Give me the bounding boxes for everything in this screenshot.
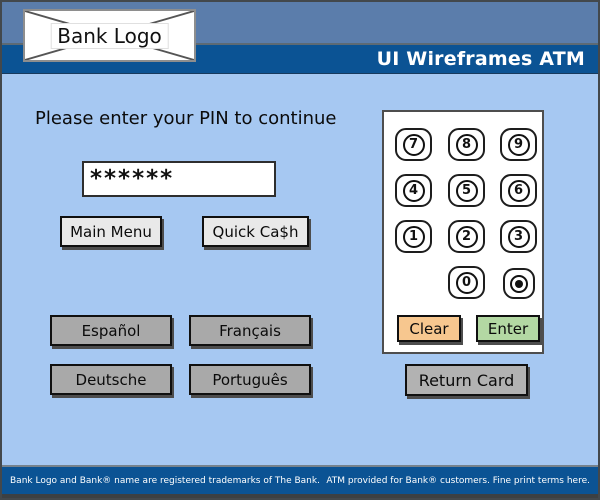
keypad-key-1[interactable]: 1 <box>395 220 432 253</box>
numeric-keypad: 7 8 9 4 5 6 1 2 3 0 Clear Enter <box>382 110 544 354</box>
keypad-key-3[interactable]: 3 <box>500 220 537 253</box>
keypad-key-5[interactable]: 5 <box>448 174 485 207</box>
bottom-frame-edge <box>2 494 598 498</box>
enter-button[interactable]: Enter <box>476 315 540 342</box>
keypad-key-dot[interactable] <box>503 268 535 299</box>
key-label: 9 <box>507 133 530 156</box>
footer-divider <box>2 465 598 467</box>
keypad-key-8[interactable]: 8 <box>448 128 485 161</box>
bank-logo-label: Bank Logo <box>50 22 169 49</box>
keypad-key-0[interactable]: 0 <box>448 266 485 299</box>
key-label: 0 <box>455 271 478 294</box>
keypad-key-6[interactable]: 6 <box>500 174 537 207</box>
key-label: 1 <box>402 225 425 248</box>
footer-fine-print-text: ATM provided for Bank® customers. Fine p… <box>326 475 590 486</box>
quick-cash-button[interactable]: Quick Ca$h <box>202 216 309 247</box>
main-menu-button[interactable]: Main Menu <box>60 216 162 247</box>
keypad-key-4[interactable]: 4 <box>395 174 432 207</box>
keypad-key-9[interactable]: 9 <box>500 128 537 161</box>
clear-button[interactable]: Clear <box>397 315 461 342</box>
bank-logo-placeholder: Bank Logo <box>23 9 196 62</box>
language-button-espanol[interactable]: Español <box>50 315 172 346</box>
key-label: 7 <box>402 133 425 156</box>
page-title: UI Wireframes ATM <box>376 48 585 70</box>
key-label: 2 <box>455 225 478 248</box>
band-divider <box>2 43 598 45</box>
key-label: 8 <box>455 133 478 156</box>
return-card-button[interactable]: Return Card <box>405 364 528 396</box>
language-button-portugues[interactable]: Português <box>189 364 311 395</box>
keypad-key-7[interactable]: 7 <box>395 128 432 161</box>
footer-trademark-text: Bank Logo and Bank® name are registered … <box>10 475 320 486</box>
language-button-francais[interactable]: Français <box>189 315 311 346</box>
pin-prompt-text: Please enter your PIN to continue <box>35 108 337 129</box>
key-label: 6 <box>507 179 530 202</box>
footer-bar: Bank Logo and Bank® name are registered … <box>2 467 598 494</box>
key-label: 5 <box>455 179 478 202</box>
key-label: 3 <box>507 225 530 248</box>
keypad-key-2[interactable]: 2 <box>448 220 485 253</box>
language-button-deutsche[interactable]: Deutsche <box>50 364 172 395</box>
pin-input[interactable]: ****** <box>82 161 276 197</box>
key-label: 4 <box>402 179 425 202</box>
dot-icon <box>510 274 528 293</box>
